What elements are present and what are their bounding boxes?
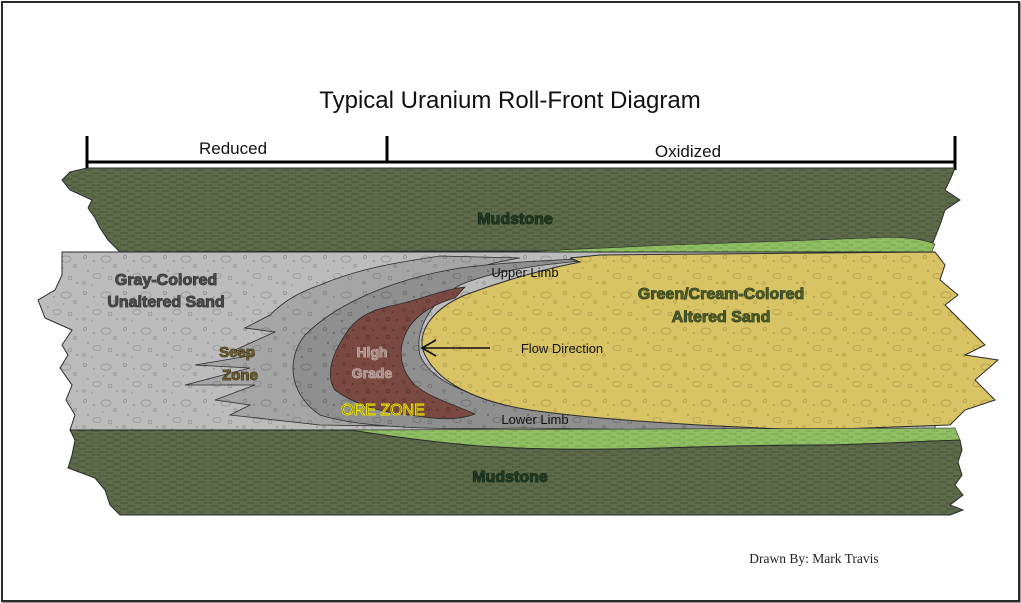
seep-zone-label-line2: Zone <box>222 367 258 384</box>
diagram-title: Typical Uranium Roll-Front Diagram <box>319 87 700 114</box>
altered-sand-label-line2: Altered Sand <box>672 309 771 326</box>
flow-direction-arrow-icon <box>420 339 490 357</box>
oxidized-label: Oxidized <box>655 142 721 161</box>
unaltered-sand-label-line1: Gray-Colored <box>115 272 217 289</box>
unaltered-sand-label-line2: Unaltered Sand <box>107 294 224 311</box>
seep-zone-label-line1: Seep <box>219 344 255 361</box>
credit-text: Drawn By: Mark Travis <box>749 551 878 566</box>
lower-mudstone-label: Mudstone <box>472 469 548 486</box>
zone-bracket <box>85 136 957 170</box>
upper-mudstone-layer <box>61 167 961 253</box>
high-grade-label-line1: High <box>356 344 387 360</box>
lower-mudstone-layer <box>67 429 965 516</box>
lower-limb-label: Lower Limb <box>501 412 568 427</box>
flow-direction-label: Flow Direction <box>521 341 603 356</box>
high-grade-ore-zone <box>329 286 477 420</box>
ore-zone-label: ORE ZONE <box>341 402 425 419</box>
altered-sand-label-line1: Green/Cream-Colored <box>638 286 804 303</box>
upper-limb-label: Upper Limb <box>491 265 558 280</box>
upper-clay-band <box>519 236 936 257</box>
upper-mudstone-label: Mudstone <box>477 211 553 228</box>
reduced-label: Reduced <box>199 139 267 158</box>
high-grade-label-line2: Grade <box>352 365 393 381</box>
